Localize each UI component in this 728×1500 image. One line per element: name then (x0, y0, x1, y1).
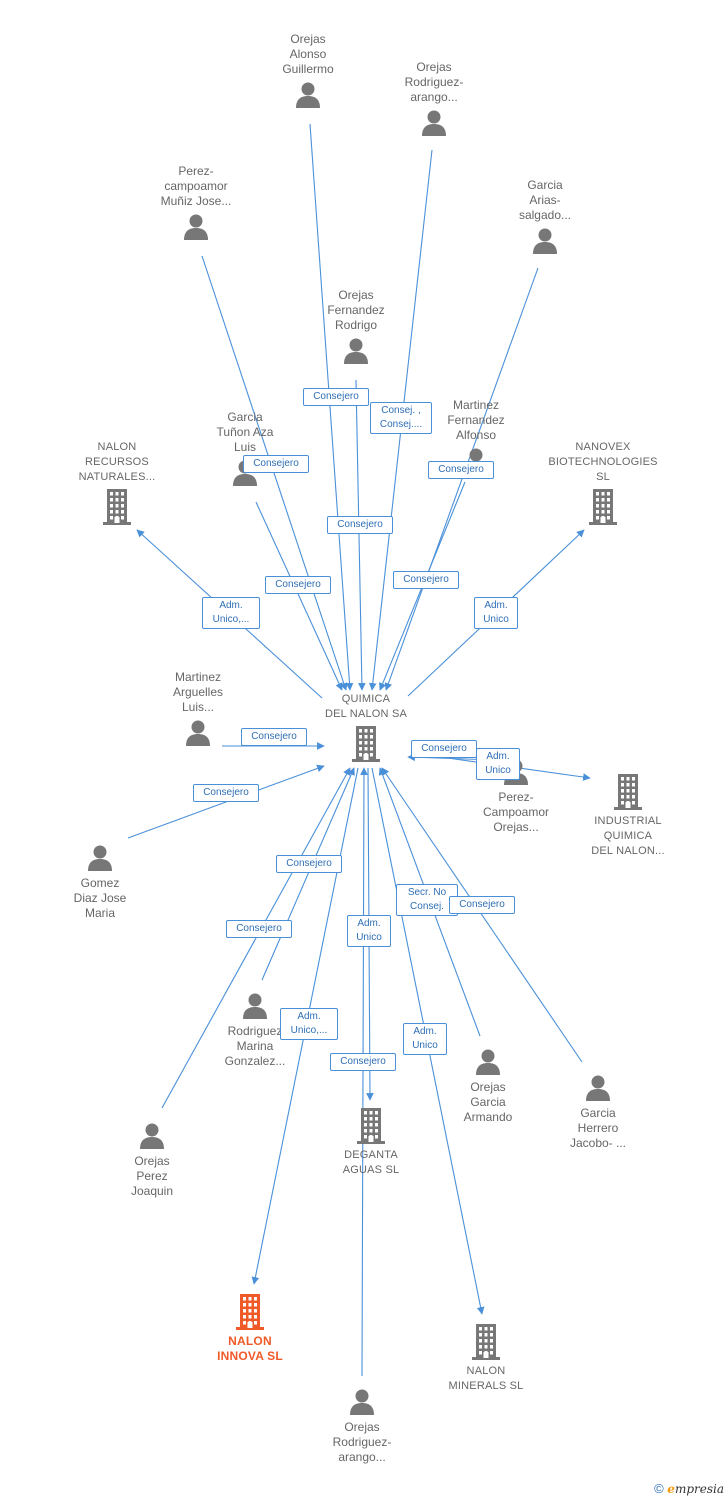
footer-credit: © empresia (654, 1481, 724, 1496)
company-node-c_minerals[interactable]: NALON MINERALS SL (421, 1324, 551, 1394)
person-node-p_garcia_arias[interactable]: Garcia Arias- salgado... (480, 178, 610, 255)
edge-label[interactable]: Consejero (193, 784, 259, 802)
edge-label[interactable]: Consejero (241, 728, 307, 746)
edge-label[interactable]: Consejero (226, 920, 292, 938)
person-node-p_alonso[interactable]: Orejas Alonso Guillermo (243, 32, 373, 109)
edge-label[interactable]: Adm. Unico,... (280, 1008, 338, 1040)
person-icon (586, 1075, 610, 1101)
node-label: Rodriguez Marina Gonzalez... (224, 1024, 286, 1068)
person-node-p_perez_joaquin[interactable]: Orejas Perez Joaquin (87, 1122, 217, 1199)
person-icon (140, 1123, 164, 1149)
edge-p_rodriguez_bottom-to-c_quimica (360, 767, 368, 1377)
company-node-c_quimica[interactable]: QUIMICA DEL NALON SA (301, 692, 431, 762)
edge-p_fernandez-to-c_quimica (355, 379, 366, 691)
node-label: Orejas Perez Joaquin (130, 1154, 174, 1198)
person-icon (88, 845, 112, 871)
person-icon (296, 82, 320, 108)
node-label: QUIMICA DEL NALON SA (324, 693, 408, 720)
person-node-p_rodriguez_top[interactable]: Orejas Rodriguez- arango... (369, 60, 499, 137)
brand-logo[interactable]: empresia (667, 1482, 724, 1496)
building-icon (103, 489, 131, 525)
building-icon (589, 489, 617, 525)
edge-label[interactable]: Adm. Unico (476, 748, 520, 780)
person-node-p_rodriguez_mg[interactable]: Rodriguez Marina Gonzalez... (190, 992, 320, 1069)
edge-label[interactable]: Consejero (411, 740, 477, 758)
edge-label[interactable]: Secr. No Consej. (396, 884, 458, 916)
edge-p_garcia_herrero-to-c_quimica (381, 767, 583, 1063)
node-label: Garcia Herrero Jacobo- ... (569, 1106, 627, 1150)
edge-label[interactable]: Consejero (243, 455, 309, 473)
person-node-p_garcia_herrero[interactable]: Garcia Herrero Jacobo- ... (533, 1074, 663, 1151)
edge-label[interactable]: Consejero (428, 461, 494, 479)
node-label: INDUSTRIAL QUIMICA DEL NALON... (591, 815, 665, 857)
edge-label[interactable]: Adm. Unico,... (202, 597, 260, 629)
node-label: Orejas Rodriguez- arango... (404, 60, 464, 104)
edge-label[interactable]: Adm. Unico (347, 915, 391, 947)
edge-p_gomez-to-c_quimica (127, 764, 325, 839)
edge-p_alonso-to-c_quimica (309, 123, 354, 691)
edge-p_tunon-to-c_quimica (255, 501, 343, 691)
person-icon (184, 214, 208, 240)
company-node-c_deganta[interactable]: DEGANTA AGUAS SL (306, 1108, 436, 1178)
person-icon (476, 1049, 500, 1075)
node-label: Garcia Arias- salgado... (518, 178, 572, 222)
person-node-p_tunon[interactable]: Garcia Tuñon Aza Luis (180, 410, 310, 487)
node-label: Garcia Tuñon Aza Luis (216, 410, 274, 454)
edge-label[interactable]: Consejero (265, 576, 331, 594)
edge-label[interactable]: Consejero (276, 855, 342, 873)
person-node-p_gomez[interactable]: Gomez Diaz Jose Maria (35, 844, 165, 921)
person-node-p_martinez_al[interactable]: Martinez Arguelles Luis... (133, 670, 263, 747)
person-icon (243, 993, 267, 1019)
edge-label[interactable]: Consejero (303, 388, 369, 406)
edge-label[interactable]: Adm. Unico (474, 597, 518, 629)
node-label: Martinez Fernandez Alfonso (447, 398, 505, 442)
edge-p_rodriguez_mg-to-c_quimica (261, 767, 355, 981)
edge-p_perez_joaquin-to-c_quimica (161, 767, 351, 1109)
person-icon (350, 1389, 374, 1415)
person-icon (186, 720, 210, 746)
edge-label[interactable]: Consejero (393, 571, 459, 589)
person-node-p_perez_munoz[interactable]: Perez- campoamor Muñiz Jose... (131, 164, 261, 241)
person-icon (344, 338, 368, 364)
node-label: Martinez Arguelles Luis... (172, 670, 224, 714)
person-icon (422, 110, 446, 136)
building-icon (357, 1108, 385, 1144)
building-icon (472, 1324, 500, 1360)
person-node-p_fernandez[interactable]: Orejas Fernandez Rodrigo (291, 288, 421, 365)
node-label: Perez- campoamor Muñiz Jose... (160, 164, 232, 208)
node-label: Gomez Diaz Jose Maria (73, 876, 127, 920)
node-label: Perez- Campoamor Orejas... (482, 790, 550, 834)
edge-label[interactable]: Consejero (327, 516, 393, 534)
company-node-c_innova[interactable]: NALON INNOVA SL (185, 1294, 315, 1364)
person-node-p_rodriguez_bottom[interactable]: Orejas Rodriguez- arango... (297, 1388, 427, 1465)
node-label: NALON RECURSOS NATURALES... (78, 441, 156, 483)
building-icon (236, 1294, 264, 1330)
company-node-c_nalon_rec[interactable]: NALON RECURSOS NATURALES... (52, 440, 182, 525)
node-label: DEGANTA AGUAS SL (342, 1149, 400, 1176)
person-icon (533, 228, 557, 254)
building-icon (614, 774, 642, 810)
edge-p_perez_munoz-to-c_quimica (201, 255, 348, 691)
edge-label[interactable]: Consejero (449, 896, 515, 914)
node-label: Orejas Garcia Armando (463, 1080, 513, 1124)
node-label: Orejas Fernandez Rodrigo (327, 288, 385, 332)
edge-label[interactable]: Consej. , Consej.... (370, 402, 432, 434)
copyright-symbol: © (654, 1481, 664, 1496)
edge-p_garcia_arias-to-c_quimica (384, 267, 539, 691)
building-icon (352, 726, 380, 762)
edge-label[interactable]: Adm. Unico (403, 1023, 447, 1055)
edge-label[interactable]: Consejero (330, 1053, 396, 1071)
node-label: NALON MINERALS SL (448, 1365, 524, 1392)
node-label: Orejas Alonso Guillermo (282, 32, 334, 76)
node-label: NANOVEX BIOTECHNOLOGIES SL (548, 441, 658, 483)
company-node-c_nanovex[interactable]: NANOVEX BIOTECHNOLOGIES SL (538, 440, 668, 525)
node-label: Orejas Rodriguez- arango... (332, 1420, 392, 1464)
node-label: NALON INNOVA SL (217, 1334, 283, 1363)
person-node-p_garcia_armando[interactable]: Orejas Garcia Armando (423, 1048, 553, 1125)
company-node-c_industrial[interactable]: INDUSTRIAL QUIMICA DEL NALON... (563, 774, 693, 859)
